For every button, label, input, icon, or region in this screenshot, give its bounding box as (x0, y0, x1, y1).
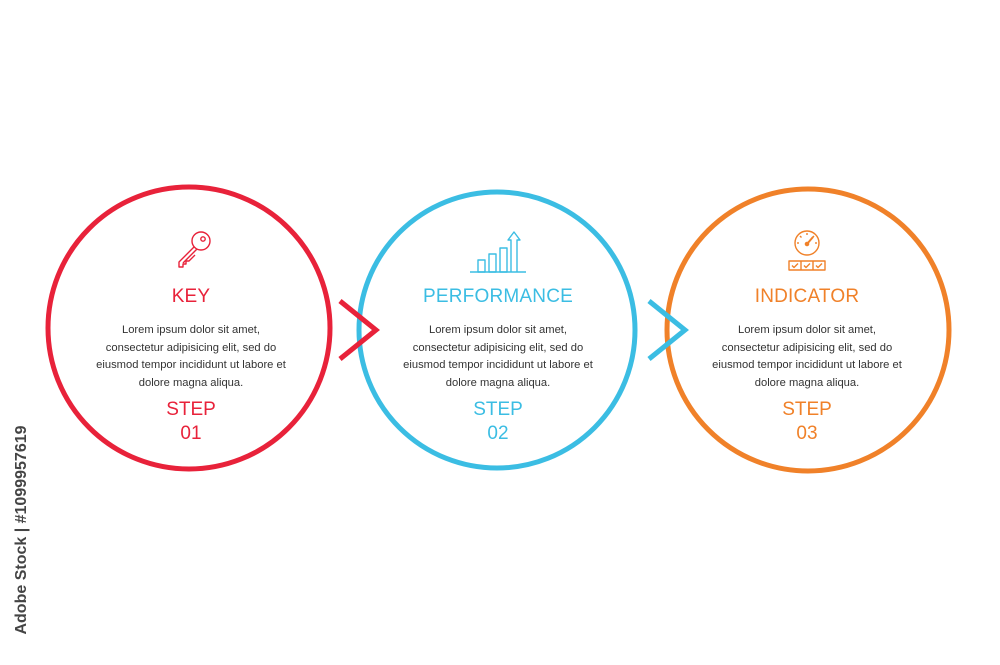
step-1-ring (45, 184, 333, 472)
step-1-description-line: dolore magna aliqua. (138, 376, 244, 389)
stock-credit: Adobe Stock | #1099957619 (8, 395, 36, 665)
step-1-title: KEY (171, 286, 211, 307)
step-1-number: 01 (180, 423, 202, 444)
stock-credit-text: Adobe Stock | #1099957619 (13, 425, 30, 635)
connector-2-arrow-icon (647, 299, 689, 361)
step-3-description-line: Lorem ipsum dolor sit amet, (737, 324, 877, 336)
step-3-title: INDICATOR (754, 286, 860, 307)
step-1-description-line: consectetur adipisicing elit, sed do (105, 341, 277, 354)
key-icon (178, 231, 211, 268)
step-3-label: STEP (782, 399, 832, 420)
step-2-description: Lorem ipsum dolor sit amet, consectetur … (378, 322, 618, 392)
step-3-number: 03 (796, 423, 818, 444)
step-1-label: STEP (166, 399, 216, 420)
step-2-description-line: Lorem ipsum dolor sit amet, (428, 324, 568, 336)
step-2-label: STEP (473, 399, 523, 420)
step-2-title: PERFORMANCE (423, 286, 573, 307)
step-2-description-line: dolore magna aliqua. (445, 376, 551, 389)
step-3-description-line: dolore magna aliqua. (754, 376, 860, 389)
step-2-description-line: eiusmod tempor incididunt ut labore et (403, 359, 593, 371)
step-1-description: Lorem ipsum dolor sit amet, consectetur … (71, 322, 311, 392)
connector-1-arrow-icon (338, 299, 380, 361)
step-1-description-line: eiusmod tempor incididunt ut labore et (96, 359, 286, 371)
bar-chart-growth-icon (470, 231, 526, 273)
gauge-checklist-icon (788, 230, 826, 271)
step-2-ring (356, 189, 638, 471)
step-3-description-line: consectetur adipisicing elit, sed do (721, 341, 893, 354)
step-3-description-line: eiusmod tempor incididunt ut labore et (712, 359, 902, 371)
step-3-description: Lorem ipsum dolor sit amet, consectetur … (687, 322, 927, 392)
step-1-description-line: Lorem ipsum dolor sit amet, (121, 324, 261, 336)
step-3-ring (664, 186, 952, 474)
step-2-description-line: consectetur adipisicing elit, sed do (412, 341, 584, 354)
step-2-number: 02 (487, 423, 509, 444)
